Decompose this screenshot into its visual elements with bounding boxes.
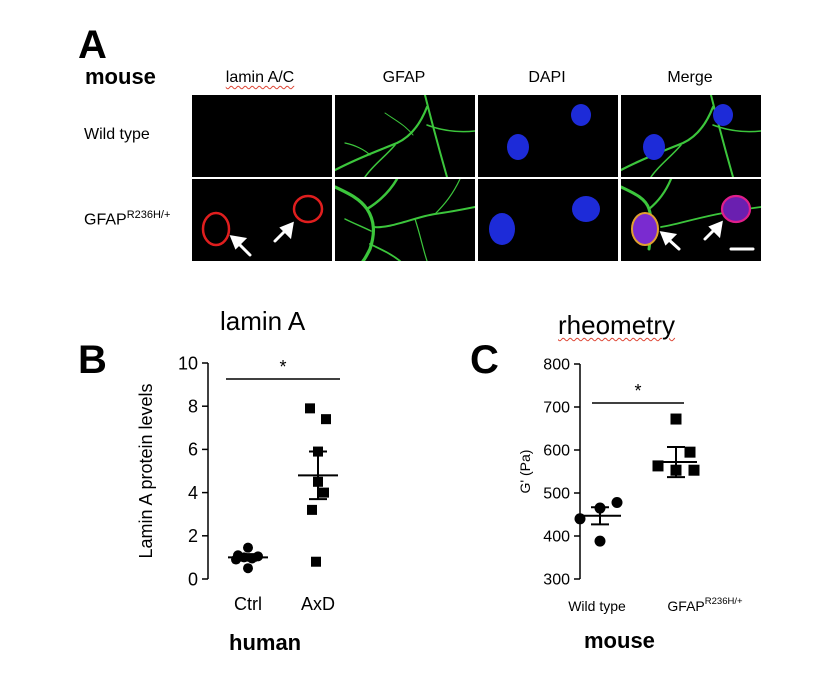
micrograph-mutant-merge	[621, 179, 761, 261]
x-tick-label: AxD	[301, 594, 335, 614]
chart-rheometry: 300 400 500 600 700 800 G' (Pa) * Wild type GFAPR…	[517, 357, 743, 614]
panel-b-species: human	[229, 630, 302, 655]
micrograph-wt-dapi	[478, 95, 618, 177]
row-label-wild-type: Wild type	[84, 126, 150, 143]
y-tick-label: 4	[188, 483, 198, 503]
y-axis-label: G' (Pa)	[517, 450, 533, 494]
y-tick-label: 2	[188, 526, 198, 546]
data-point	[652, 460, 664, 472]
panel-c-title: rheometry	[558, 310, 676, 340]
data-point	[321, 414, 331, 425]
significance-star: *	[279, 357, 286, 377]
micrograph-mutant-lamin	[192, 179, 332, 261]
micrograph-mutant-gfap	[335, 179, 475, 261]
micrograph-wt-lamin	[192, 95, 332, 177]
x-tick-label: Ctrl	[234, 594, 262, 614]
row-label-gfap-mutant: GFAPR236H/+	[84, 209, 171, 229]
panel-b-letter: B	[78, 338, 107, 382]
micrograph-wt-gfap	[335, 95, 475, 177]
data-point	[611, 496, 623, 508]
data-point	[243, 542, 253, 553]
y-tick-label: 800	[543, 357, 570, 374]
significance-star: *	[634, 381, 641, 401]
data-point	[319, 487, 329, 498]
y-tick-label: 0	[188, 569, 198, 589]
y-tick-label: 500	[543, 486, 570, 503]
y-tick-label: 300	[543, 572, 570, 589]
column-header-merge: Merge	[667, 69, 713, 86]
y-axis-label: Lamin A protein levels	[136, 383, 156, 558]
data-point	[311, 556, 321, 567]
y-tick-label: 8	[188, 397, 198, 417]
data-point	[688, 464, 700, 476]
x-tick-label: Wild type	[568, 598, 626, 614]
panel-a-species: mouse	[85, 64, 156, 89]
data-point	[231, 554, 241, 565]
data-point	[594, 535, 606, 547]
micrograph-wt-merge	[621, 95, 761, 177]
column-header-dapi: DAPI	[528, 69, 566, 86]
data-point	[305, 403, 315, 414]
panel-c-species: mouse	[584, 628, 655, 653]
y-tick-label: 6	[188, 440, 198, 460]
panel-b-title: lamin A	[220, 306, 306, 336]
y-tick-label: 700	[543, 400, 570, 417]
data-point	[307, 504, 317, 515]
y-tick-label: 10	[178, 353, 198, 373]
micrograph-mutant-dapi	[478, 179, 618, 261]
y-tick-label: 600	[543, 443, 570, 460]
data-point	[684, 446, 696, 458]
y-tick-label: 400	[543, 529, 570, 546]
panel-c-letter: C	[470, 338, 499, 382]
column-header-lamin: lamin A/C	[225, 69, 295, 86]
data-point	[243, 563, 253, 574]
data-point	[670, 413, 682, 425]
panel-a-letter: A	[78, 23, 107, 67]
x-tick-label: GFAPR236H/+	[667, 596, 743, 614]
column-header-gfap: GFAP	[382, 69, 426, 86]
